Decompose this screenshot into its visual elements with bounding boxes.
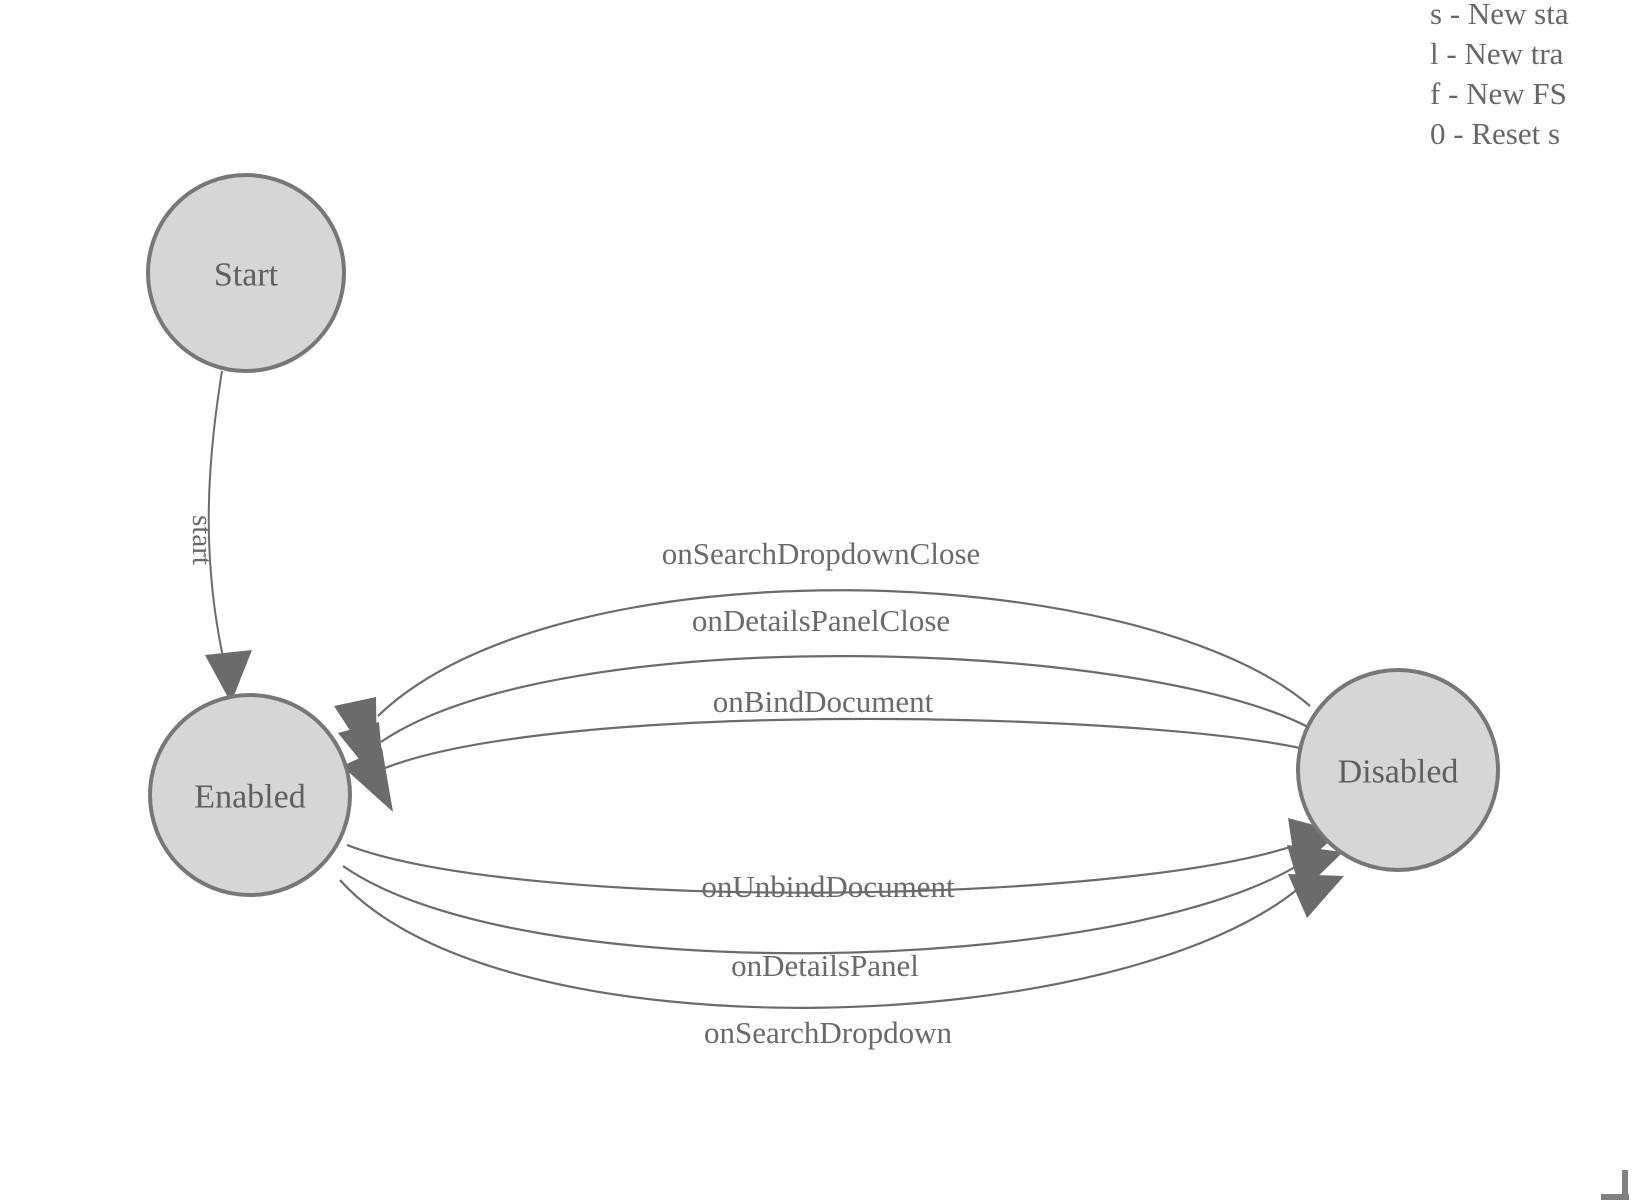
- state-node-disabled[interactable]: Disabled: [1296, 668, 1500, 872]
- state-label-enabled: Enabled: [194, 779, 305, 816]
- edge-label-onbinddocument: onBindDocument: [713, 684, 934, 719]
- help-line-reset: 0 - Reset s: [1430, 116, 1560, 151]
- state-circle-enabled[interactable]: [148, 693, 352, 897]
- edge-group-disabled-to-enabled: [334, 589, 1311, 812]
- help-legend: s - New sta l - New tra f - New FS 0 - R…: [1430, 0, 1569, 151]
- edge-path-onunbinddocument[interactable]: [346, 843, 1297, 894]
- edge-label-onunbinddocument: onUnbindDocument: [701, 869, 955, 904]
- state-node-enabled[interactable]: Enabled: [148, 693, 352, 897]
- edge-label-onsearchdropdownclose: onSearchDropdownClose: [662, 536, 981, 571]
- edge-path-ondetailspanelclose[interactable]: [380, 655, 1309, 743]
- edge-label-onsearchdropdown: onSearchDropdown: [704, 1015, 952, 1050]
- help-line-new-fsm: f - New FS: [1430, 76, 1567, 111]
- arrowhead-onsearchdropdown: [1288, 874, 1344, 918]
- help-line-new-state: s - New sta: [1430, 0, 1569, 31]
- state-label-start: Start: [214, 257, 279, 294]
- edge-path-onsearchdropdownclose[interactable]: [377, 589, 1311, 717]
- edge-label-ondetailspanelclose: onDetailsPanelClose: [692, 603, 950, 638]
- edge-label-ondetailspanel: onDetailsPanel: [731, 948, 919, 983]
- state-node-start[interactable]: Start: [146, 173, 346, 373]
- arrowhead-start: [205, 650, 252, 703]
- edge-group-start-to-enabled: [205, 370, 252, 703]
- edge-label-start: start: [186, 515, 218, 565]
- edge-group-enabled-to-disabled: [339, 818, 1344, 1009]
- arrowhead-onbinddocument: [342, 748, 393, 812]
- panel-corner-frame: [1601, 1170, 1629, 1200]
- edge-label-group: onSearchDropdownClose onDetailsPanelClos…: [186, 515, 980, 1050]
- edge-path-start[interactable]: [207, 370, 225, 663]
- edge-path-onsearchdropdown[interactable]: [339, 879, 1307, 1009]
- state-circle-disabled[interactable]: [1296, 668, 1500, 872]
- state-label-disabled: Disabled: [1338, 754, 1459, 791]
- help-line-new-transition: l - New tra: [1430, 36, 1564, 71]
- edge-path-ondetailspanel[interactable]: [342, 863, 1301, 955]
- edge-path-onbinddocument[interactable]: [384, 717, 1301, 770]
- state-circle-start[interactable]: [146, 173, 346, 373]
